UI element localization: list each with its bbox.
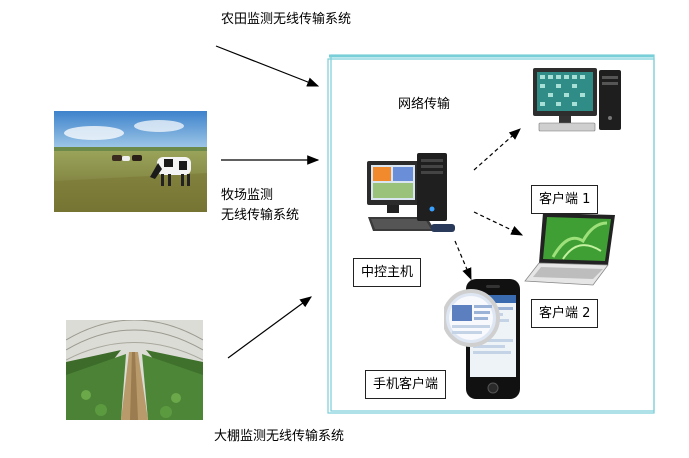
- mobile-client-arrow: [454, 240, 472, 281]
- desktop-client-arrow: [473, 128, 521, 171]
- greenhouse-system-label: 大棚监测无线传输系统: [214, 429, 345, 444]
- network-system-frame: [327, 54, 655, 414]
- pasture-label-line2: 无线传输系统: [221, 208, 300, 223]
- pasture-label-line1: 牧场监测: [221, 188, 274, 203]
- cow-icon: [150, 157, 191, 186]
- pasture-photo: [54, 111, 207, 212]
- desktop-client-computer-icon: [533, 66, 626, 136]
- farmland-system-label: 农田监测无线传输系统: [221, 12, 352, 27]
- greenhouse-arrow: [227, 296, 312, 359]
- mobile-phone-icon: [444, 279, 522, 400]
- client1-label: 客户端 1: [531, 185, 599, 214]
- greenhouse-photo: [66, 320, 203, 420]
- network-transmission-label: 网络传输: [398, 97, 451, 112]
- client2-label: 客户端 2: [531, 299, 599, 328]
- farmland-arrow: [215, 45, 320, 87]
- central-host-computer-icon: [365, 151, 465, 246]
- pasture-system-label: 牧场监测 无线传输系统: [221, 187, 299, 224]
- client1-arrow: [473, 211, 524, 236]
- laptop-client-icon: [523, 211, 616, 288]
- mobile-client-label: 手机客户端: [365, 370, 447, 399]
- central-host-label: 中控主机: [353, 258, 422, 287]
